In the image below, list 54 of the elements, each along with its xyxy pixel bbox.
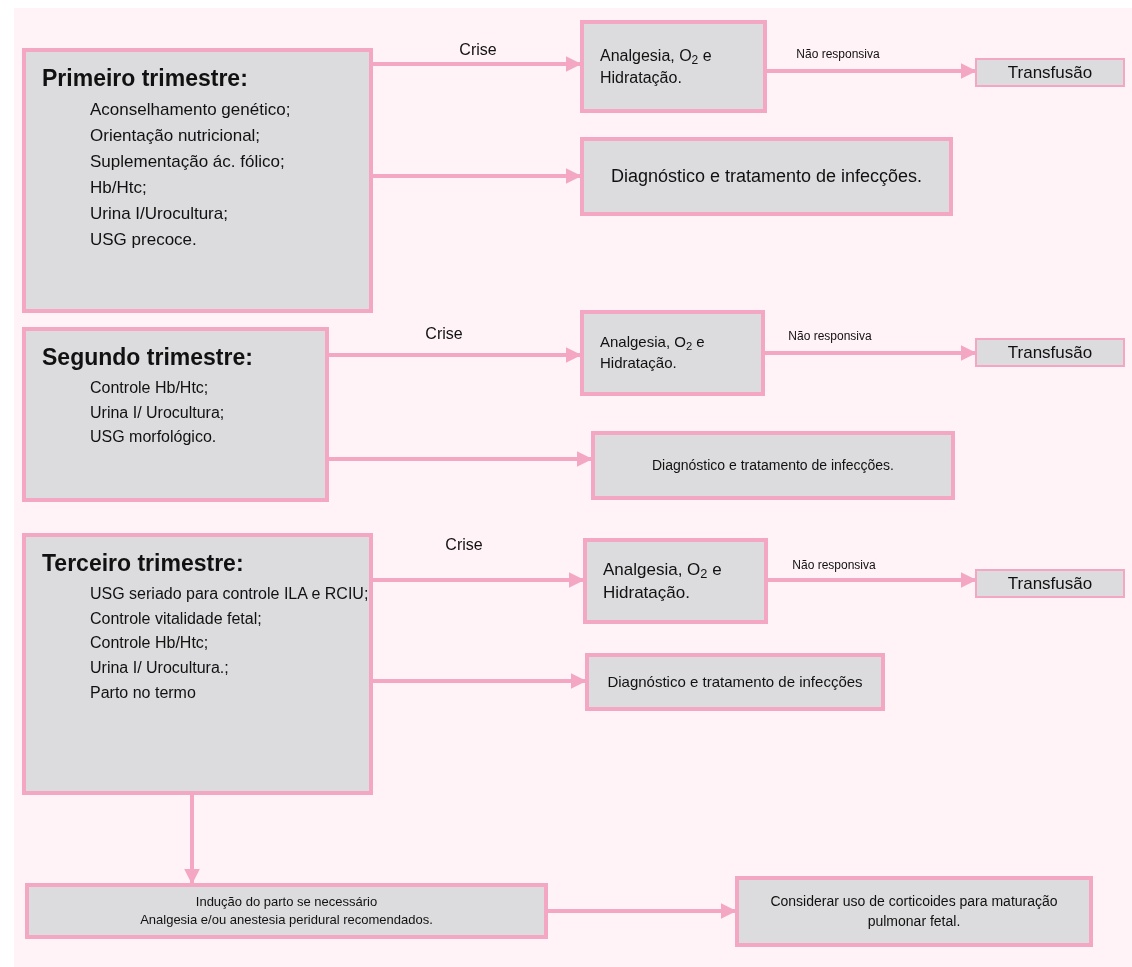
process-box bbox=[580, 137, 953, 216]
process-box bbox=[975, 338, 1125, 367]
box-text: Considerar uso de corticoides para maturação pulmonar fetal. bbox=[769, 892, 1059, 931]
process-box bbox=[583, 538, 768, 624]
process-box bbox=[22, 48, 373, 313]
section-heading: Segundo trimestre: bbox=[42, 343, 254, 372]
list-item: Urina I/ Urocultura.; bbox=[89, 658, 230, 679]
box-text: Transfusão bbox=[1007, 61, 1093, 84]
arrow bbox=[329, 347, 582, 363]
list-item: Controle Hb/Htc; bbox=[89, 377, 210, 398]
list-item: Suplementação ác. fólico; bbox=[89, 150, 286, 173]
arrow bbox=[767, 63, 977, 79]
section-heading: Terceiro trimestre: bbox=[42, 549, 245, 578]
process-box bbox=[585, 653, 885, 711]
list-item: USG seriado para controle ILA e RCIU; bbox=[89, 583, 369, 604]
box-text: Transfusão bbox=[1007, 341, 1093, 364]
box-text: Analgesia, O$_{2}$ e Hidratação. bbox=[603, 558, 723, 604]
arrow bbox=[329, 451, 593, 467]
arrow bbox=[373, 673, 587, 689]
arrow bbox=[765, 345, 977, 361]
box-text: Diagnóstico e tratamento de infecções. bbox=[652, 455, 894, 475]
list-item: USG morfológico. bbox=[89, 427, 218, 448]
box-text: Indução do parto se necessário bbox=[195, 893, 378, 911]
process-box bbox=[22, 533, 373, 795]
arrow bbox=[548, 903, 737, 919]
process-box bbox=[22, 327, 329, 502]
arrow bbox=[373, 56, 582, 72]
box-text: Transfusão bbox=[1007, 572, 1093, 595]
box-text: Analgesia e/ou anestesia peridural recomendados. bbox=[140, 911, 433, 929]
box-text: Diagnóstico e tratamento de infecções bbox=[607, 671, 863, 692]
arrow bbox=[373, 572, 585, 588]
process-box bbox=[591, 431, 955, 500]
list-item: Urina I/Urocultura; bbox=[89, 203, 229, 226]
box-text: Analgesia, O$_{2}$ e Hidratação. bbox=[600, 332, 706, 373]
arrow bbox=[184, 795, 200, 885]
list-item: Hb/Htc; bbox=[89, 177, 148, 200]
section-heading: Primeiro trimestre: bbox=[42, 64, 249, 93]
list-item: USG precoce. bbox=[89, 229, 198, 252]
list-item: Urina I/ Urocultura; bbox=[89, 402, 226, 423]
process-box bbox=[25, 883, 548, 939]
process-box bbox=[975, 58, 1125, 87]
list-item: Parto no termo bbox=[89, 682, 197, 703]
list-item: Controle vitalidade fetal; bbox=[89, 608, 263, 629]
arrow bbox=[768, 572, 977, 588]
process-box bbox=[580, 20, 767, 113]
list-item: Aconselhamento genético; bbox=[89, 98, 292, 121]
box-text: Diagnóstico e tratamento de infecções. bbox=[610, 165, 923, 189]
box-text: Analgesia, O$_{2}$ e Hidratação. bbox=[600, 45, 713, 88]
list-item: Controle Hb/Htc; bbox=[89, 633, 210, 654]
process-box bbox=[975, 569, 1125, 598]
arrow bbox=[373, 168, 582, 184]
process-box bbox=[735, 876, 1093, 947]
process-box bbox=[580, 310, 765, 396]
list-item: Orientação nutricional; bbox=[89, 124, 262, 147]
